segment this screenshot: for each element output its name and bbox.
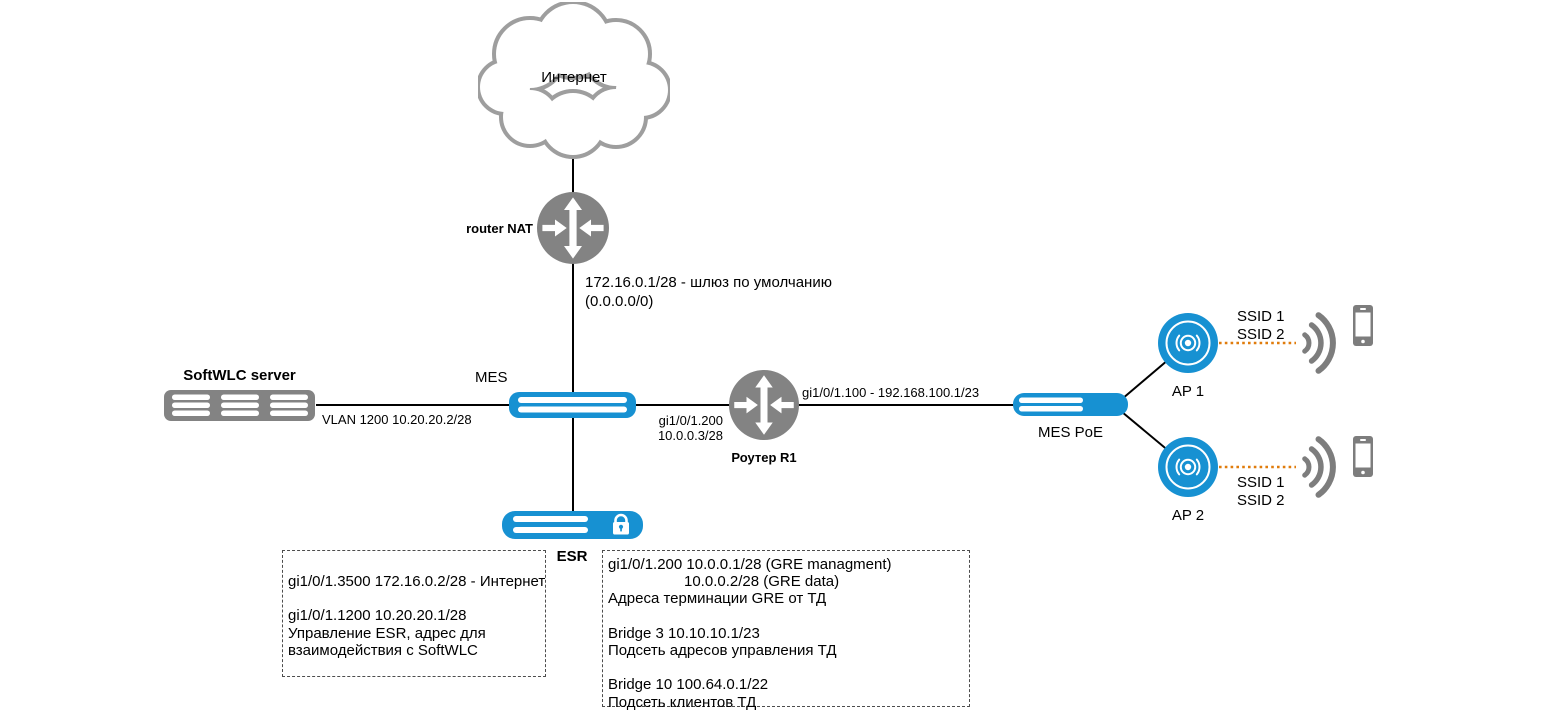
router-nat-label: router NAT xyxy=(466,221,533,236)
ap1-ssid-labels: SSID 1 SSID 2 xyxy=(1237,308,1285,344)
ap1-icon xyxy=(1158,313,1218,373)
esr-right-note-box: gi1/0/1.200 10.0.0.1/28 (GRE managment) … xyxy=(602,550,970,711)
internet-label: Интернет xyxy=(541,69,607,86)
esr-left-note-box: gi1/0/1.3500 172.16.0.2/28 - Интернет gi… xyxy=(282,550,546,677)
gateway-note-line2: (0.0.0.0/0) xyxy=(585,292,654,310)
ap2-wifi-signal-icon xyxy=(1302,436,1336,498)
note-line: Управление ESR, адрес для xyxy=(288,624,486,642)
mes-poe-label: MES PoE xyxy=(1037,424,1104,441)
note-line: Bridge 3 10.10.10.1/23 xyxy=(608,624,760,642)
ap2-label: AP 2 xyxy=(1171,507,1205,524)
ap2-icon xyxy=(1158,437,1218,497)
router-nat-icon xyxy=(537,192,609,264)
mes-switch-icon xyxy=(509,392,636,418)
gateway-note: 172.16.0.1/28 - шлюз по умолчанию (0.0.0… xyxy=(585,274,832,311)
lock-icon xyxy=(613,513,629,535)
r1-port-label: gi1/0/1.200 10.0.0.3/28 xyxy=(620,413,723,443)
note-line: Bridge 10 100.64.0.1/22 xyxy=(608,676,769,694)
note-line: gi1/0/1.3500 172.16.0.2/28 - Интернет xyxy=(288,573,546,590)
ap1-ssid2-label: SSID 2 xyxy=(1237,326,1285,343)
softwlc-server-icon xyxy=(164,390,315,421)
note-line: Адреса терминации GRE от ТД xyxy=(608,590,827,608)
ap2-ssid-labels: SSID 1 SSID 2 xyxy=(1237,474,1285,510)
note-line: Подсеть клиентов ТД xyxy=(608,693,757,711)
r1-mespoe-link-label: gi1/0/1.100 - 192.168.100.1/23 xyxy=(802,385,980,400)
ap1-wifi-signal-icon xyxy=(1302,312,1336,374)
ap2-ssid1-label: SSID 1 xyxy=(1237,474,1285,491)
note-line: gi1/0/1.1200 10.20.20.1/28 xyxy=(288,607,467,625)
ap1-ssid1-label: SSID 1 xyxy=(1237,308,1285,325)
note-line xyxy=(608,608,964,625)
note-line: Подсеть адресов управления ТД xyxy=(608,642,837,659)
note-line: взаимодействия с SoftWLC xyxy=(288,641,478,659)
note-line xyxy=(608,659,964,676)
mes-poe-switch-icon xyxy=(1013,393,1128,416)
note-line xyxy=(288,590,540,607)
esr-label: ESR xyxy=(556,548,588,565)
ap1-smartphone-icon xyxy=(1353,305,1373,346)
esr-router-icon xyxy=(502,511,643,539)
softwlc-server-label: SoftWLC server xyxy=(183,367,296,384)
note-line: 10.0.0.2/28 (GRE data) xyxy=(684,573,840,591)
ap2-ssid2-label: SSID 2 xyxy=(1237,492,1285,509)
ap1-label: AP 1 xyxy=(1171,383,1205,400)
r1-port-line1: gi1/0/1.200 xyxy=(658,413,723,428)
router-r1-label: Роутер R1 xyxy=(731,450,797,465)
link-vlan-label: VLAN 1200 10.20.20.2/28 xyxy=(322,412,472,427)
internet-cloud-icon xyxy=(478,2,670,159)
mes-label: MES xyxy=(475,369,508,386)
r1-port-line2: 10.0.0.3/28 xyxy=(657,428,723,443)
gateway-note-line1: 172.16.0.1/28 - шлюз по умолчанию xyxy=(585,274,832,291)
ap2-smartphone-icon xyxy=(1353,436,1373,477)
note-line: gi1/0/1.200 10.0.0.1/28 (GRE managment) xyxy=(608,556,892,573)
router-r1-icon xyxy=(729,370,799,440)
